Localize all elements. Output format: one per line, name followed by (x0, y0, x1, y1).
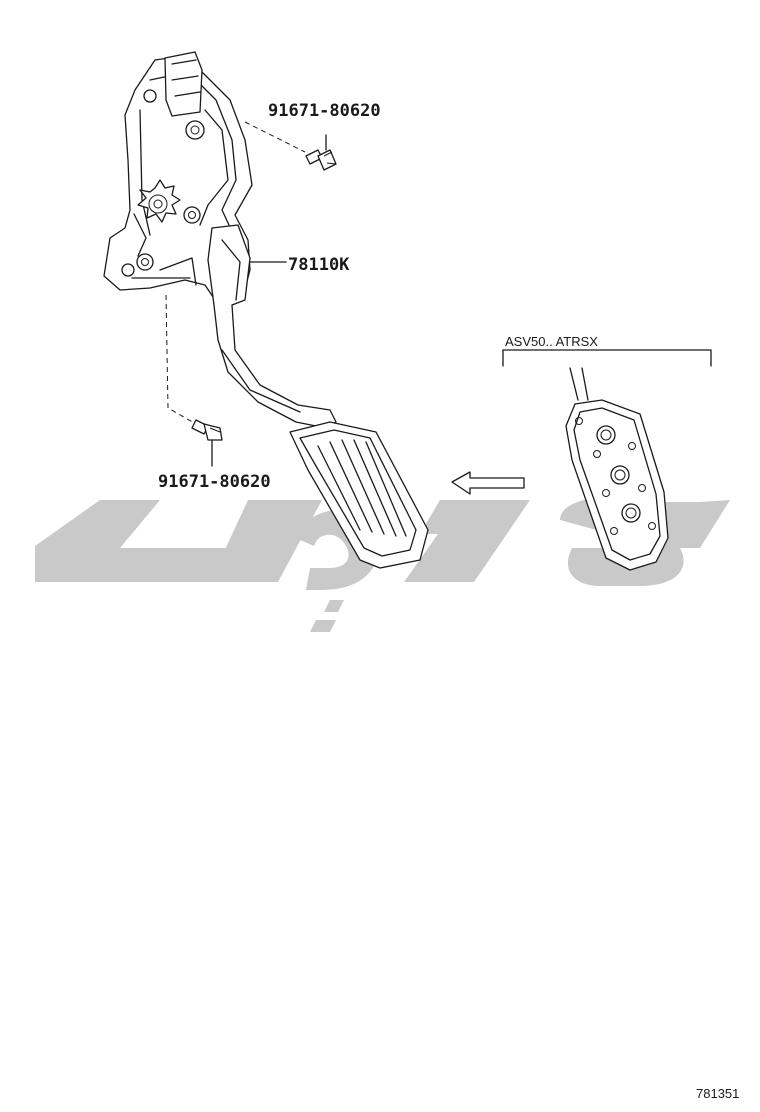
bolt-upper-icon (244, 121, 337, 171)
part-number-bolt-upper: 91671-80620 (268, 101, 381, 121)
variant-inset (502, 349, 712, 571)
part-number-bolt-lower: 91671-80620 (158, 472, 271, 492)
figure-number: 781351 (696, 1086, 739, 1101)
variant-pedal-pad (565, 399, 669, 571)
accelerator-pedal-assembly (103, 51, 429, 569)
pedal-pad (289, 421, 429, 569)
variant-label: ASV50.. ATRSX (505, 334, 598, 349)
part-number-pedal-assembly: 78110K (288, 255, 350, 275)
sensor-gear (133, 179, 181, 257)
variant-arrow-icon (451, 471, 525, 495)
bolt-lower-icon (165, 294, 223, 467)
